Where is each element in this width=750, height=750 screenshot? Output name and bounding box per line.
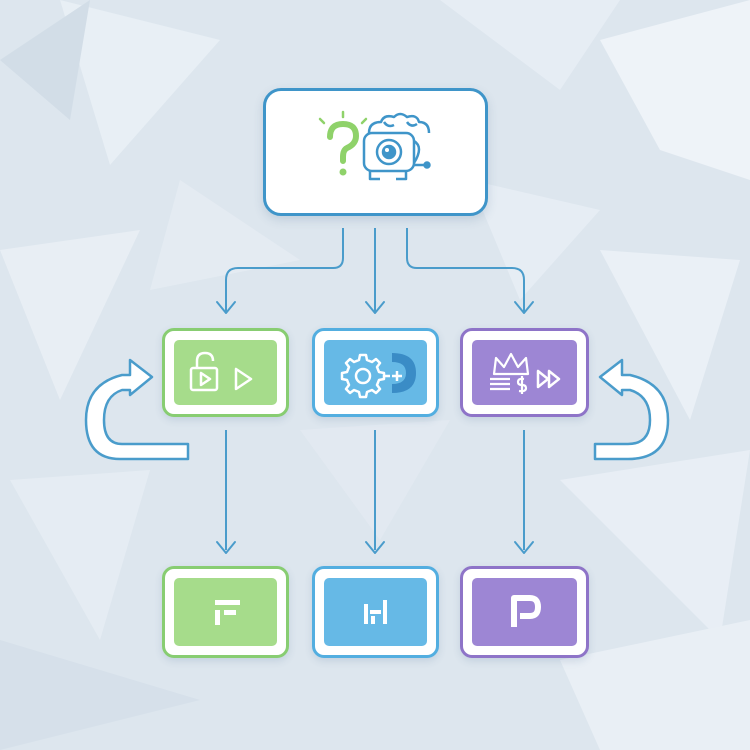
unlock-play-icon bbox=[189, 351, 219, 392]
h-shape-icon bbox=[364, 600, 387, 624]
middle-purple-panel bbox=[472, 340, 577, 405]
p-shape-icon bbox=[511, 595, 541, 627]
bottom-purple-node bbox=[460, 566, 589, 658]
bottom-blue-panel bbox=[324, 578, 427, 646]
middle-blue-panel bbox=[324, 340, 427, 405]
middle-purple-node bbox=[460, 328, 589, 417]
middle-green-panel bbox=[174, 340, 277, 405]
gear-plus-icon bbox=[340, 353, 402, 399]
bottom-green-node bbox=[162, 566, 289, 658]
bottom-green-panel bbox=[174, 578, 277, 646]
top-node bbox=[263, 88, 488, 216]
bottom-purple-panel bbox=[472, 578, 577, 646]
bottom-blue-node bbox=[312, 566, 439, 658]
crown-dollar-icon bbox=[490, 352, 530, 394]
question-mark-icon bbox=[318, 110, 368, 176]
middle-green-node bbox=[162, 328, 289, 417]
play-icon bbox=[234, 367, 253, 391]
f-shape-icon bbox=[215, 600, 240, 625]
middle-blue-node bbox=[312, 328, 439, 417]
fast-forward-icon bbox=[536, 369, 561, 389]
brain-camera-icon bbox=[362, 112, 431, 181]
